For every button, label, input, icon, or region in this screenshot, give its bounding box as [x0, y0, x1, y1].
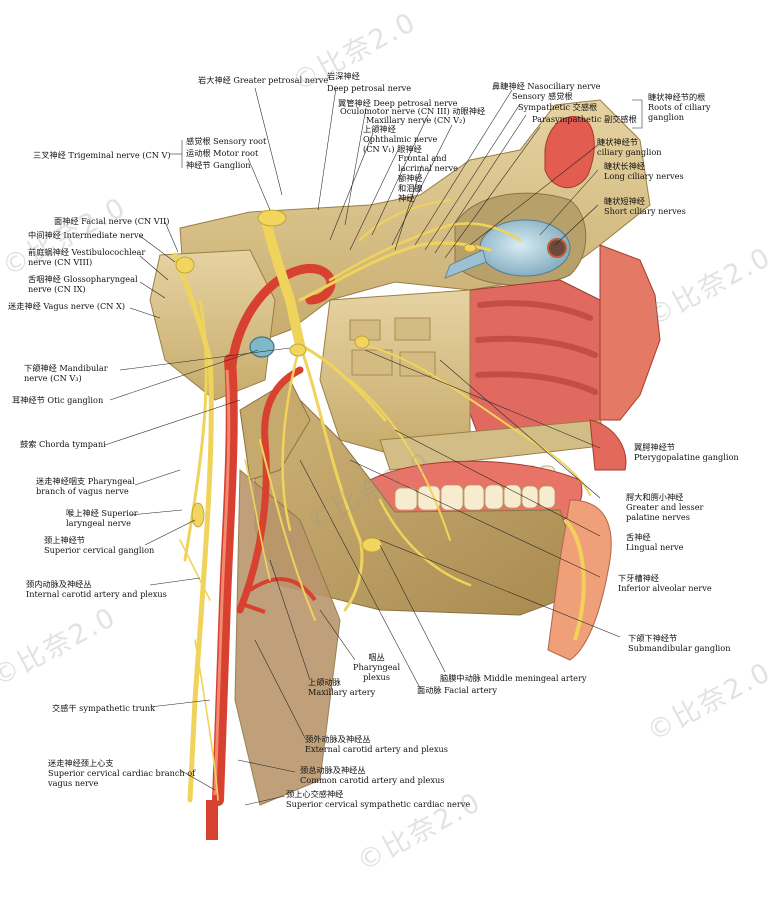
- ganglia: [175, 209, 477, 553]
- neck-muscle: [234, 468, 341, 806]
- temporal-bone: [149, 249, 276, 401]
- optic-nerve: [444, 249, 487, 279]
- leader-lines: [104, 87, 643, 806]
- label-maxillary-nerve: Maxillary nerve (CN V₂): [366, 115, 466, 125]
- nasal-conchae: [475, 300, 598, 395]
- label-facial-artery: 面动脉 Facial artery: [417, 685, 497, 695]
- iris: [547, 238, 567, 258]
- label-trigeminal: 三叉神经 Trigeminal nerve (CN V): [33, 150, 171, 160]
- label-vagus: 迷走神经 Vagus nerve (CN X): [8, 301, 126, 311]
- label-sympathetic-root: Sympathetic 交感根: [518, 102, 598, 112]
- upper-lip: [589, 419, 627, 471]
- chin-gland: [563, 518, 586, 641]
- label-parasympathetic-root: Parasympathetic 副交感根: [532, 114, 637, 124]
- external-carotid-artery: [236, 366, 304, 614]
- facial-artery-vessel: [248, 577, 317, 602]
- label-middle-meningeal: 脑膜中动脉 Middle meningeal artery: [440, 673, 587, 683]
- lower-teeth: [394, 484, 556, 511]
- sinus-detail: [349, 317, 436, 377]
- label-otic-ganglion: 耳神经节 Otic ganglion: [12, 395, 104, 405]
- artery-loop: [227, 264, 336, 370]
- label-chorda-tympani: 鼓索 Chorda tympani: [20, 439, 106, 449]
- internal-carotid-artery: [212, 354, 238, 806]
- label-sympathetic-trunk: 交感干 sympathetic trunk: [52, 703, 156, 713]
- middle-ear: [249, 336, 275, 358]
- label-greater-petrosal: 岩大神经 Greater petrosal nerve: [198, 75, 329, 85]
- label-oculomotor: Oculomotor nerve (CN III) 动眼神经: [340, 106, 486, 116]
- label-nasociliary: 鼻睫神经 Nasociliary nerve: [492, 81, 601, 91]
- label-intermediate-nerve: 中间神经 Intermediate nerve: [28, 230, 144, 240]
- label-pterygoid-canal: 翼管神经 Deep petrosal nerve: [338, 98, 458, 108]
- nose-profile: [599, 244, 661, 421]
- lower-lip-chin: [547, 499, 612, 661]
- frontal-sinus: [544, 116, 595, 189]
- label-facial-nerve: 面神经 Facial nerve (CN VII): [54, 216, 170, 226]
- carotid-highlight: [213, 369, 231, 796]
- label-sensory-root: Sensory 感觉根: [512, 91, 573, 101]
- branch-artery: [244, 603, 266, 614]
